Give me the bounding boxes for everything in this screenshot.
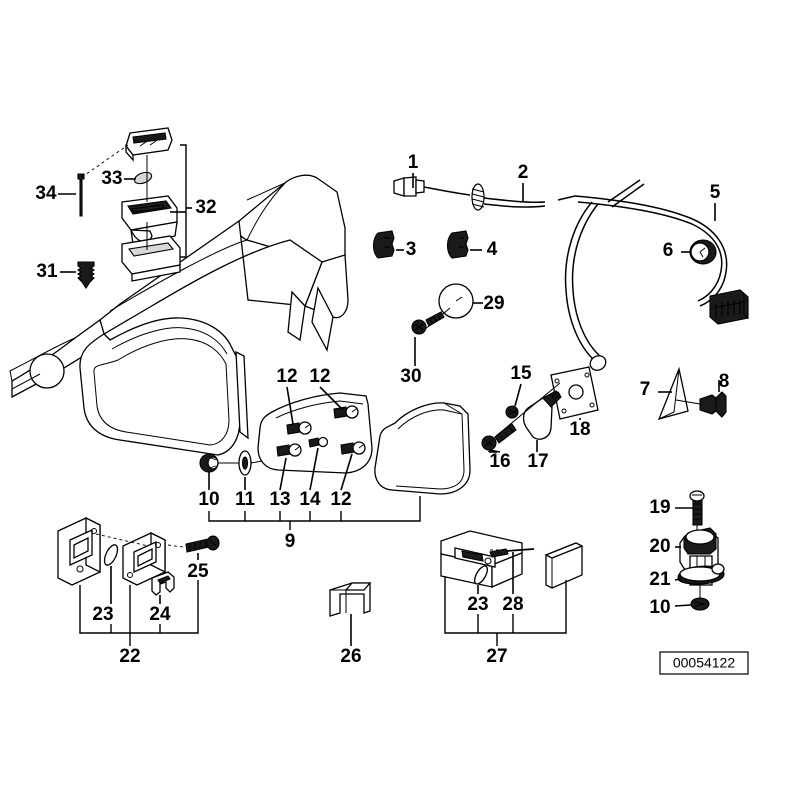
part-4-clip <box>446 230 482 259</box>
callout-26: 26 <box>340 646 361 667</box>
part-27-handle-cover-group <box>440 530 584 646</box>
callout-12b: 12 <box>309 366 330 387</box>
callout-18: 18 <box>569 419 590 440</box>
part-19-21-lock-cylinder <box>674 490 725 611</box>
harness-connector <box>709 289 749 325</box>
bulb-socket-12b <box>333 405 359 419</box>
callout-4: 4 <box>487 239 498 260</box>
part-15-18-switch-assembly <box>481 355 607 453</box>
part-11-washer <box>238 450 252 476</box>
callout-7: 7 <box>640 379 651 400</box>
part-26-u-channel <box>329 582 372 646</box>
callout-32: 32 <box>195 197 216 218</box>
callout-31: 31 <box>36 261 58 282</box>
callout-8: 8 <box>719 371 730 392</box>
callout-16: 16 <box>489 451 510 472</box>
callout-25: 25 <box>187 561 209 582</box>
callout-15: 15 <box>510 363 532 384</box>
callout-10b: 10 <box>649 597 670 618</box>
callout-1: 1 <box>408 152 419 173</box>
part-5-wiring-harness <box>564 179 749 363</box>
part-8-expanding-rivet <box>699 380 727 418</box>
callout-22: 22 <box>119 646 140 667</box>
part-3-clip <box>372 230 404 259</box>
callout-27: 27 <box>486 646 507 667</box>
callout-34: 34 <box>35 183 57 204</box>
part-22-handle-group <box>57 516 220 646</box>
callout-10: 10 <box>198 489 219 510</box>
part-7-triangular-bracket <box>657 366 701 420</box>
callout-23b: 23 <box>467 594 488 615</box>
callout-28: 28 <box>502 594 523 615</box>
part-6-grommet <box>681 239 717 265</box>
callout-33: 33 <box>101 168 122 189</box>
callout-9: 9 <box>285 531 296 552</box>
car-body-outline <box>9 174 349 456</box>
callout-11: 11 <box>235 489 256 510</box>
callout-29: 29 <box>483 293 504 314</box>
callout-24: 24 <box>149 604 171 625</box>
callout-13: 13 <box>269 489 290 510</box>
part-14-bulb <box>308 436 329 448</box>
callout-14: 14 <box>299 489 321 510</box>
callout-30: 30 <box>400 366 421 387</box>
callout-23a: 23 <box>92 604 113 625</box>
callout-12c: 12 <box>330 489 351 510</box>
bulb-socket-12c <box>340 441 366 455</box>
callout-21: 21 <box>649 569 671 590</box>
callout-20: 20 <box>649 536 670 557</box>
part-32-lock-housing-group <box>81 127 192 282</box>
diagram-id-box <box>659 651 749 675</box>
callout-3: 3 <box>406 239 417 260</box>
part-34-rod-pin <box>58 173 85 217</box>
callout-17: 17 <box>527 451 548 472</box>
part-1-2-cable <box>393 173 576 211</box>
bulb-socket-13 <box>276 443 302 457</box>
bulb-socket-12a <box>286 421 312 435</box>
diagram-id-label: 00054122 <box>673 655 736 671</box>
part-29-cap-round <box>438 283 483 319</box>
part-9-lamp-assembly-group <box>199 386 471 530</box>
callout-5: 5 <box>710 182 721 203</box>
callout-6: 6 <box>663 240 674 261</box>
part-31-expanding-nut <box>60 261 95 289</box>
callout-2: 2 <box>518 162 529 183</box>
part-10-nut <box>199 453 219 473</box>
callout-12a: 12 <box>276 366 297 387</box>
callout-19: 19 <box>649 497 670 518</box>
cable-spring <box>471 183 485 211</box>
part-30-screw <box>411 307 451 366</box>
